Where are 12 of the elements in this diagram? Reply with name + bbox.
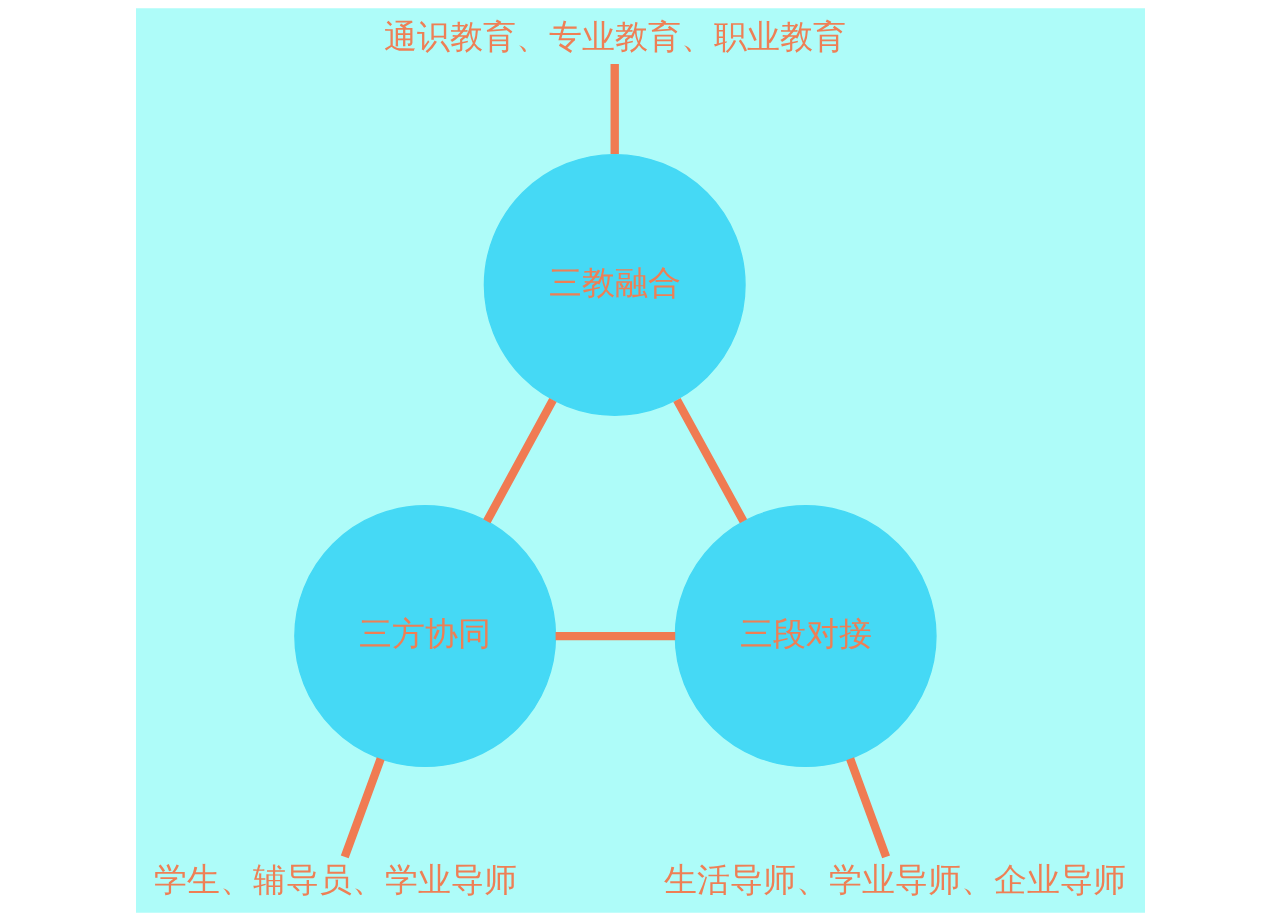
node-circle: 三教融合 xyxy=(483,153,746,416)
connector xyxy=(555,631,675,641)
node-text: 通识教育、专业教育、职业教育 xyxy=(383,16,846,56)
node-text: 生活导师、学业导师、企业导师 xyxy=(663,859,1126,899)
node-circle: 三段对接 xyxy=(674,505,937,768)
connector xyxy=(672,397,747,524)
connector xyxy=(610,64,619,155)
connector xyxy=(482,397,557,524)
connector xyxy=(340,757,385,859)
node-text: 学生、辅导员、学业导师 xyxy=(153,859,517,899)
connector xyxy=(845,757,890,859)
node-circle: 三方协同 xyxy=(293,505,556,768)
